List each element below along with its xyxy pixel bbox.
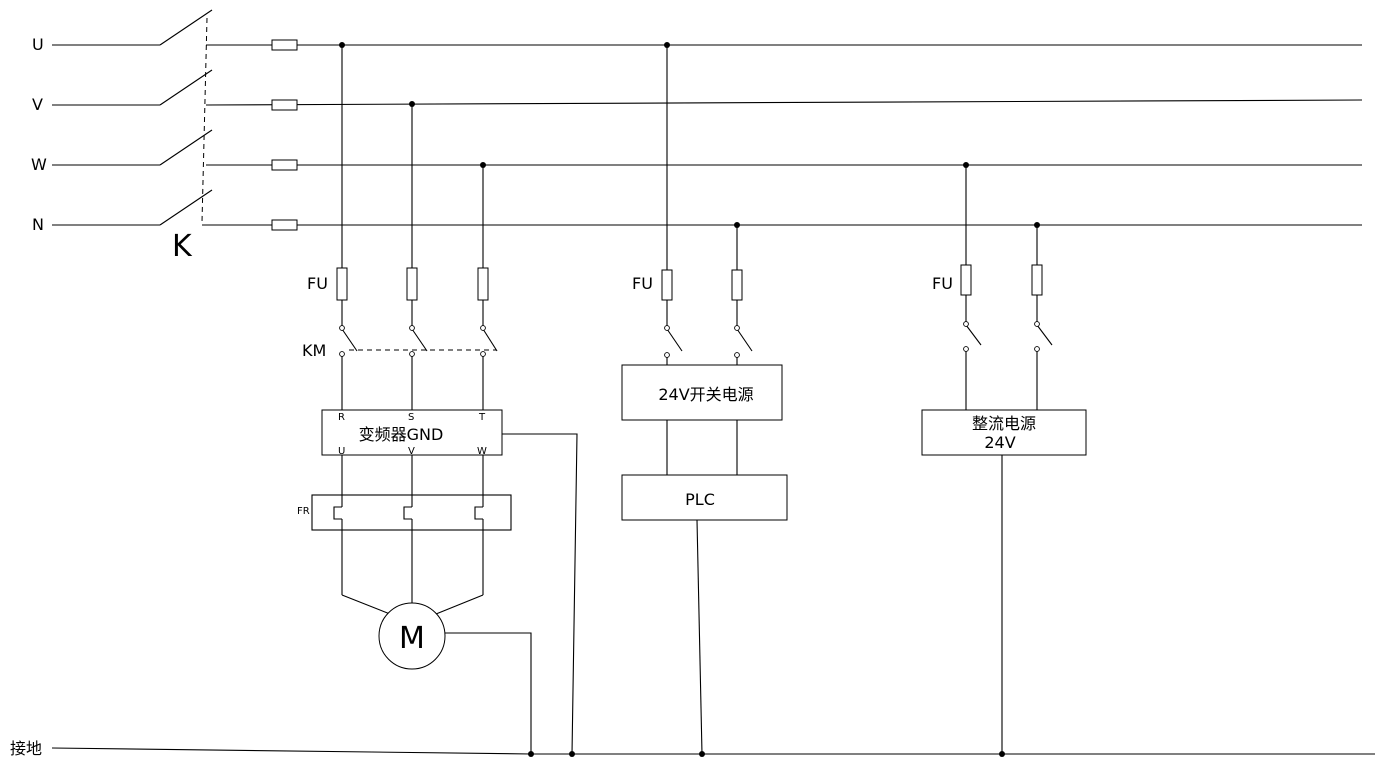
thermal-relay-label: FR <box>297 506 310 517</box>
vfd-terminal-s: S <box>408 412 414 423</box>
ground-label: 接地 <box>10 739 42 758</box>
rectifier-label-line1: 整流电源 <box>972 414 1036 433</box>
plc-box <box>621 474 788 521</box>
ground-wiring <box>51 433 1375 755</box>
vfd-contacts <box>339 325 486 357</box>
junction-dots <box>339 42 1040 757</box>
rectifier-branch-contacts <box>963 321 1040 352</box>
switching-psu-box <box>621 364 783 421</box>
fuse-label-2: FU <box>632 274 653 293</box>
thermal-relay-box <box>311 494 512 531</box>
rectifier-branch-wiring <box>960 165 1053 410</box>
rectifier-label-line2: 24V <box>984 433 1015 452</box>
main-switch-k <box>159 9 213 226</box>
vfd-terminal-v: V <box>408 446 415 457</box>
vfd-terminal-r: R <box>338 412 345 423</box>
motor-wiring <box>333 455 484 615</box>
motor-symbol <box>378 602 446 670</box>
phase-u-label: U <box>32 35 44 54</box>
switching-psu-label: 24V开关电源 <box>658 385 753 404</box>
phase-n-label: N <box>32 215 44 234</box>
plc-label: PLC <box>685 490 715 509</box>
contactor-label: KM <box>302 341 326 360</box>
main-fuses <box>271 39 298 231</box>
fuse-label-1: FU <box>307 274 328 293</box>
vfd-title: 变频器GND <box>359 425 444 444</box>
incoming-lines <box>52 44 160 226</box>
vfd-terminal-w: W <box>477 446 487 457</box>
plc-branch-wiring <box>661 45 753 475</box>
plc-branch-contacts <box>664 325 740 358</box>
phase-w-label: W <box>31 155 47 174</box>
vfd-terminal-t: T <box>478 412 486 423</box>
phase-v-label: V <box>32 95 43 114</box>
motor-label: M <box>399 621 425 656</box>
fuse-label-3: FU <box>932 274 953 293</box>
vfd-terminal-u: U <box>338 446 345 457</box>
rectifier-box <box>921 409 1087 456</box>
bus-lines <box>202 44 1363 226</box>
main-switch-label: K <box>172 229 193 264</box>
vfd-branch-wiring <box>336 45 498 410</box>
